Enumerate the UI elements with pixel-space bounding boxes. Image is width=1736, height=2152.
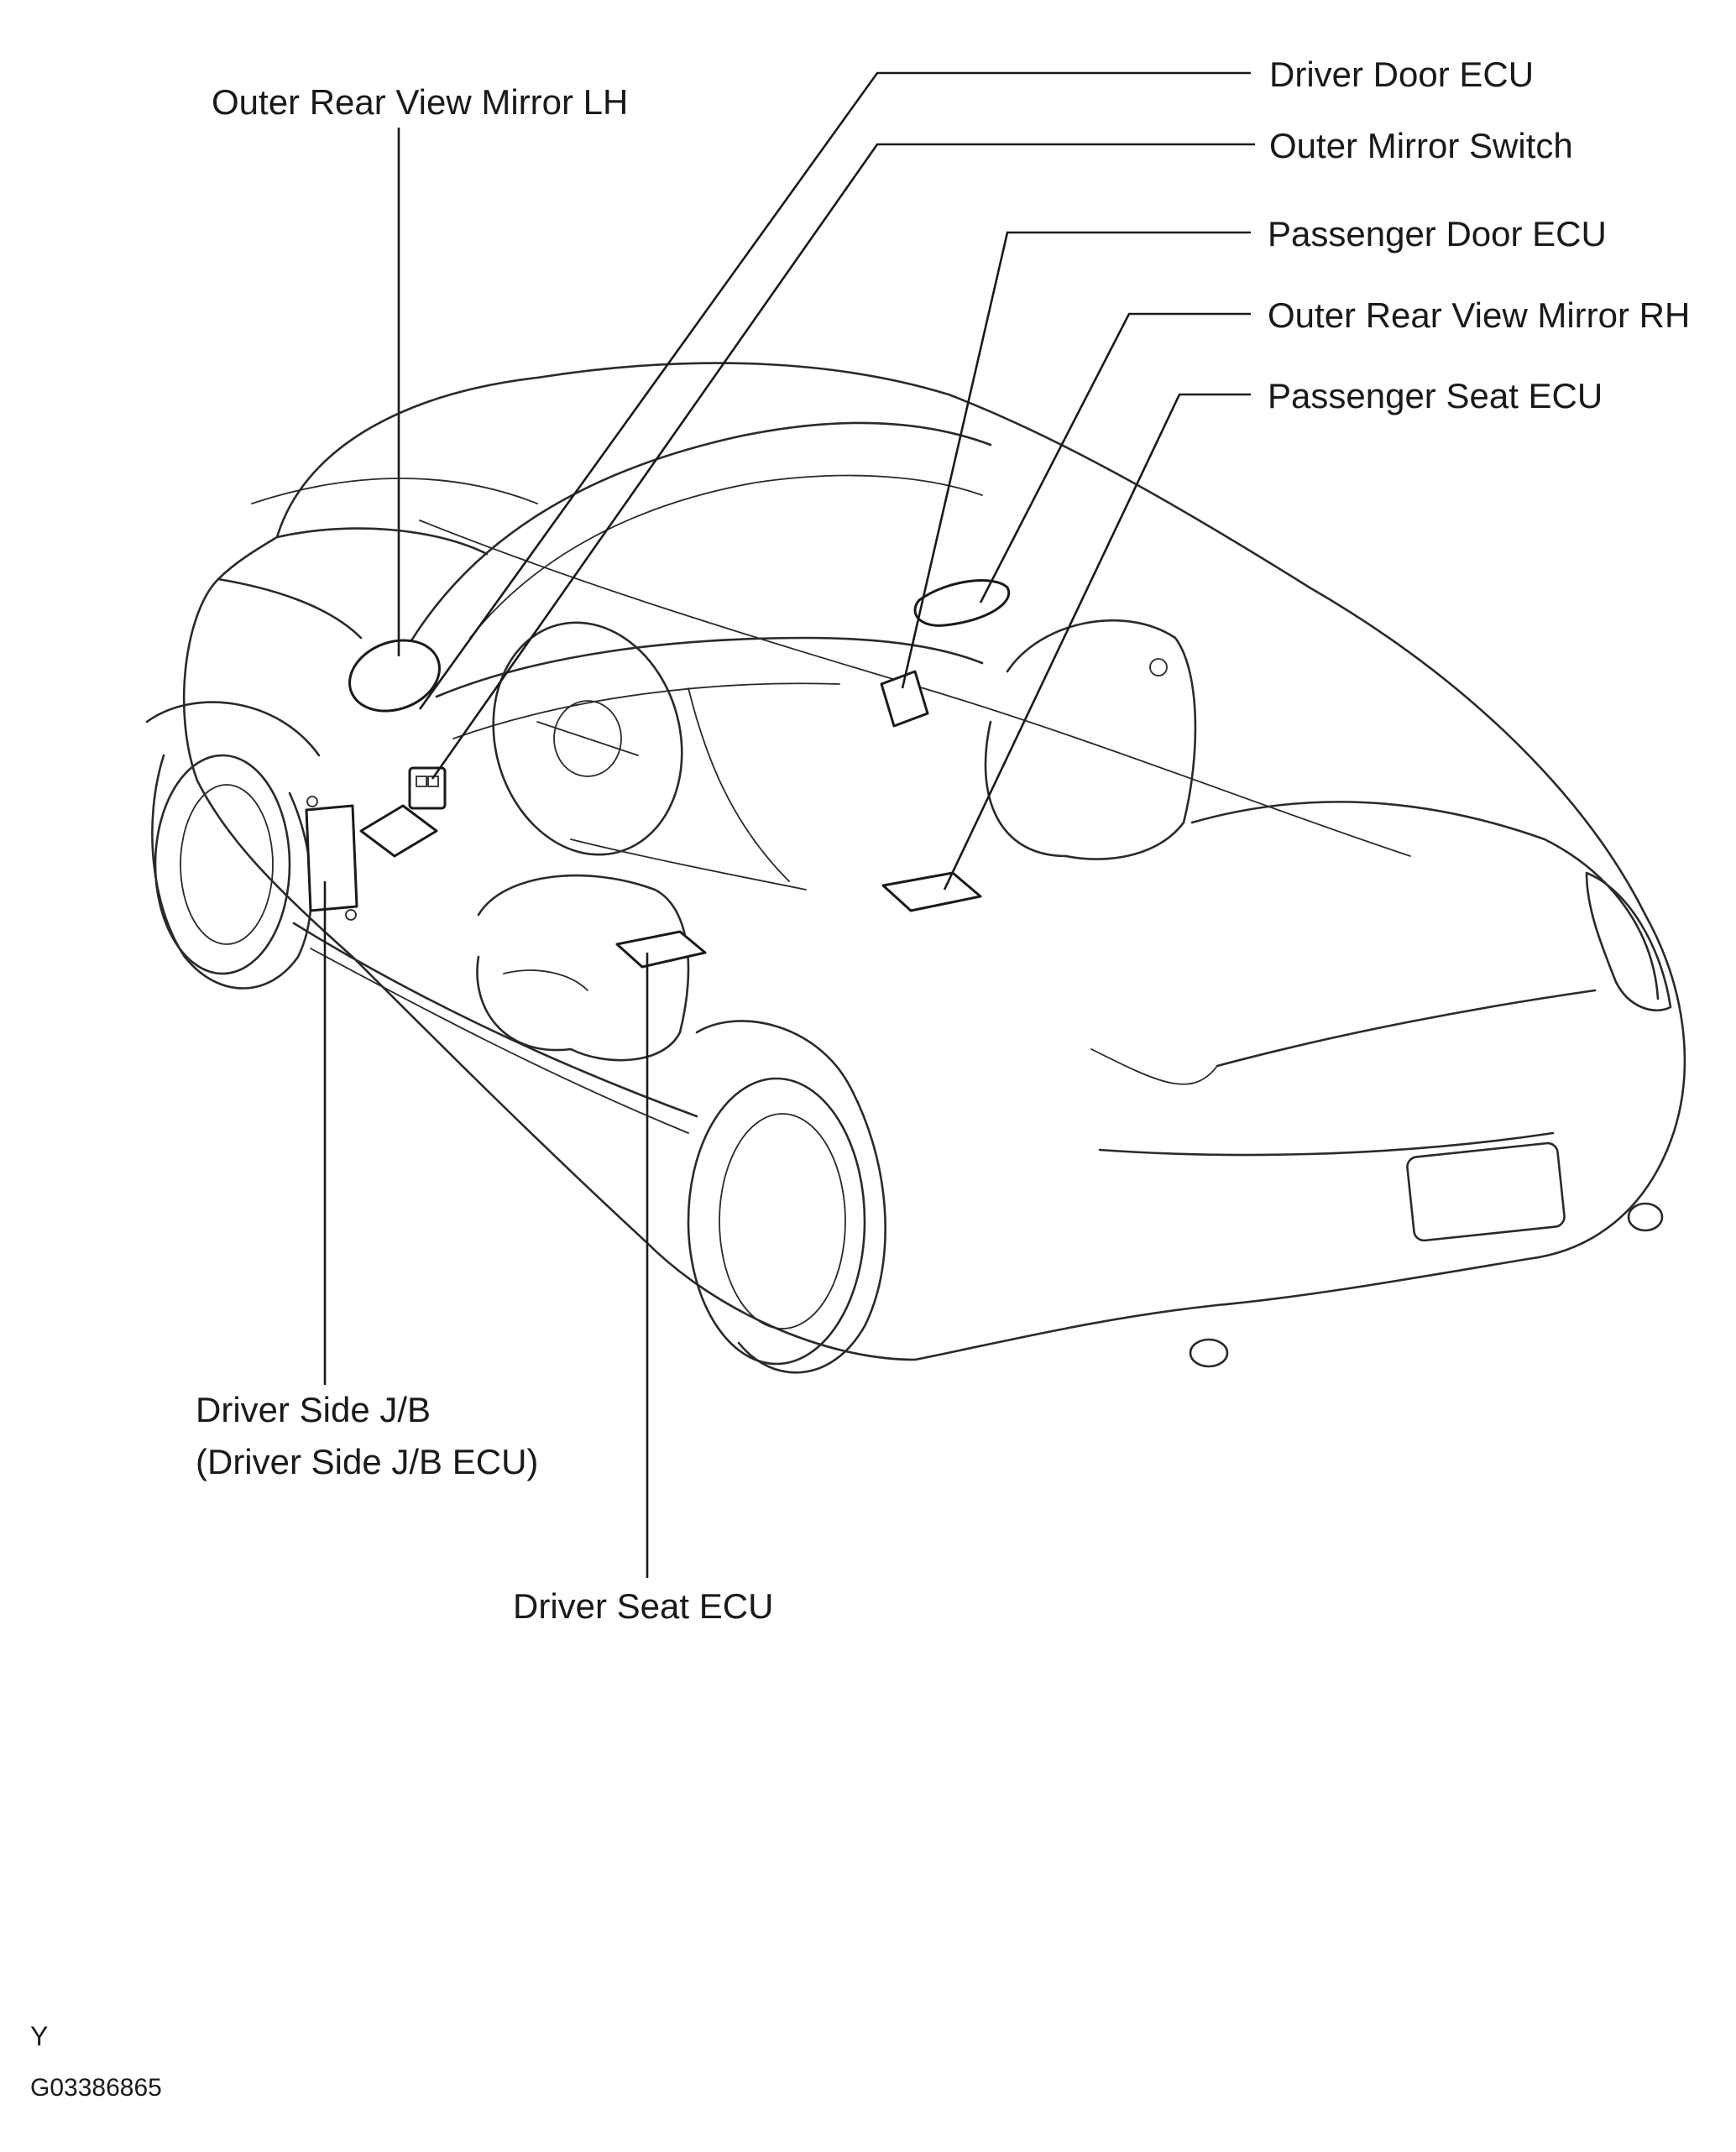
label-passenger-seat-ecu: Passenger Seat ECU <box>1268 376 1603 415</box>
leader-passenger-door-ecu <box>901 231 1251 689</box>
footer-letter: Y <box>30 2021 48 2051</box>
outer-rear-view-mirror-rh-part <box>913 579 1011 627</box>
outer-mirror-switch-part <box>408 766 447 810</box>
leader-passenger-seat-ecu <box>943 393 1251 891</box>
driver-side-jb-part <box>305 796 358 921</box>
car-illustration <box>145 362 1686 1374</box>
label-passenger-door-ecu: Passenger Door ECU <box>1268 214 1607 253</box>
front-left-wheel <box>145 701 321 990</box>
leader-outer-rear-view-mirror-rh <box>979 312 1251 603</box>
outer-rear-view-mirror-lh-part <box>348 639 441 713</box>
leader-lines <box>323 71 1255 1578</box>
label-driver-side-jb-line1: Driver Side J/B <box>196 1390 431 1429</box>
passenger-door-ecu-part <box>880 670 929 728</box>
label-driver-door-ecu: Driver Door ECU <box>1269 55 1534 94</box>
leader-outer-mirror-switch <box>431 143 1255 780</box>
driver-seat-ecu-part <box>615 930 707 969</box>
figure-code: G03386865 <box>30 2074 162 2102</box>
passenger-seat-ecu-part <box>881 871 982 912</box>
label-driver-side-jb-line2: (Driver Side J/B ECU) <box>196 1442 538 1481</box>
label-outer-rear-view-mirror-rh: Outer Rear View Mirror RH <box>1268 295 1690 335</box>
label-outer-mirror-switch: Outer Mirror Switch <box>1269 126 1573 165</box>
driver-seat <box>476 874 690 1062</box>
rear-left-wheel <box>687 1020 886 1374</box>
passenger-seat <box>984 619 1197 860</box>
steering-wheel <box>492 621 683 856</box>
callout-labels: Driver Door ECU Outer Mirror Switch Pass… <box>196 55 1690 1626</box>
driver-door-ecu-part <box>359 804 438 858</box>
leader-driver-door-ecu <box>418 71 1251 710</box>
figure-footer: Y G03386865 <box>30 2021 162 2102</box>
label-outer-rear-view-mirror-lh: Outer Rear View Mirror LH <box>212 82 628 122</box>
label-driver-seat-ecu: Driver Seat ECU <box>513 1586 773 1626</box>
